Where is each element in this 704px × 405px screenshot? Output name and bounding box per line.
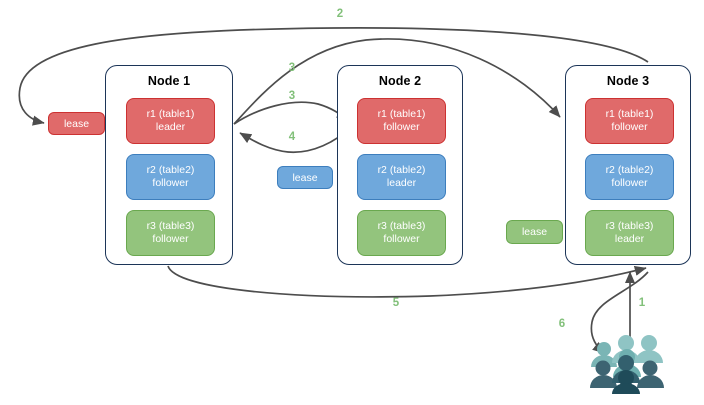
replica-role: follower: [383, 233, 420, 245]
users-group-icon: [590, 335, 664, 394]
replica-node1-r1[interactable]: r1 (table1) leader: [126, 98, 215, 144]
replica-node2-r1[interactable]: r1 (table1) follower: [357, 98, 446, 144]
edge-label-2: 2: [336, 8, 344, 20]
replica-name: r3 (table3): [146, 220, 195, 232]
replica-name: r1 (table1): [146, 108, 195, 120]
node-title-node1: Node 1: [147, 74, 191, 88]
node-box-node2[interactable]: Node 2 r1 (table1) follower r2 (table2) …: [337, 65, 463, 265]
replica-role: follower: [611, 177, 648, 189]
replica-role: leader: [155, 121, 186, 133]
replica-role: follower: [611, 121, 648, 133]
edge-label-5: 5: [392, 297, 400, 309]
replica-name: r3 (table3): [605, 220, 654, 232]
edge-label-3b: 3: [288, 90, 296, 102]
replica-name: r1 (table1): [605, 108, 654, 120]
edge-5-path: [167, 265, 647, 298]
edge-label-6: 6: [558, 318, 566, 330]
edge-3-lower-path: [233, 101, 349, 125]
node-title-node3: Node 3: [606, 74, 650, 88]
edge-label-3a: 3: [288, 62, 296, 74]
replica-node1-r2[interactable]: r2 (table2) follower: [126, 154, 215, 200]
edge-label-1: 1: [638, 297, 646, 309]
replica-name: r2 (table2): [605, 164, 654, 176]
node-box-node1[interactable]: Node 1 r1 (table1) leader r2 (table2) fo…: [105, 65, 233, 265]
lease-badge-blue: lease: [277, 166, 333, 189]
replica-role: follower: [383, 121, 420, 133]
replica-node3-r2[interactable]: r2 (table2) follower: [585, 154, 674, 200]
replica-role: follower: [152, 177, 189, 189]
replica-node3-r1[interactable]: r1 (table1) follower: [585, 98, 674, 144]
replica-node2-r2[interactable]: r2 (table2) leader: [357, 154, 446, 200]
replica-node1-r3[interactable]: r3 (table3) follower: [126, 210, 215, 256]
replica-role: follower: [152, 233, 189, 245]
replica-role: leader: [614, 233, 645, 245]
lease-badge-red: lease: [48, 112, 105, 135]
replica-node3-r3[interactable]: r3 (table3) leader: [585, 210, 674, 256]
replica-name: r3 (table3): [377, 220, 426, 232]
edge-label-4: 4: [288, 131, 296, 143]
replica-name: r2 (table2): [377, 164, 426, 176]
replica-name: r2 (table2): [146, 164, 195, 176]
node-title-node2: Node 2: [378, 74, 422, 88]
replica-node2-r3[interactable]: r3 (table3) follower: [357, 210, 446, 256]
lease-badge-green: lease: [506, 220, 563, 244]
replica-name: r1 (table1): [377, 108, 426, 120]
replica-role: leader: [386, 177, 417, 189]
node-box-node3[interactable]: Node 3 r1 (table1) follower r2 (table2) …: [565, 65, 691, 265]
